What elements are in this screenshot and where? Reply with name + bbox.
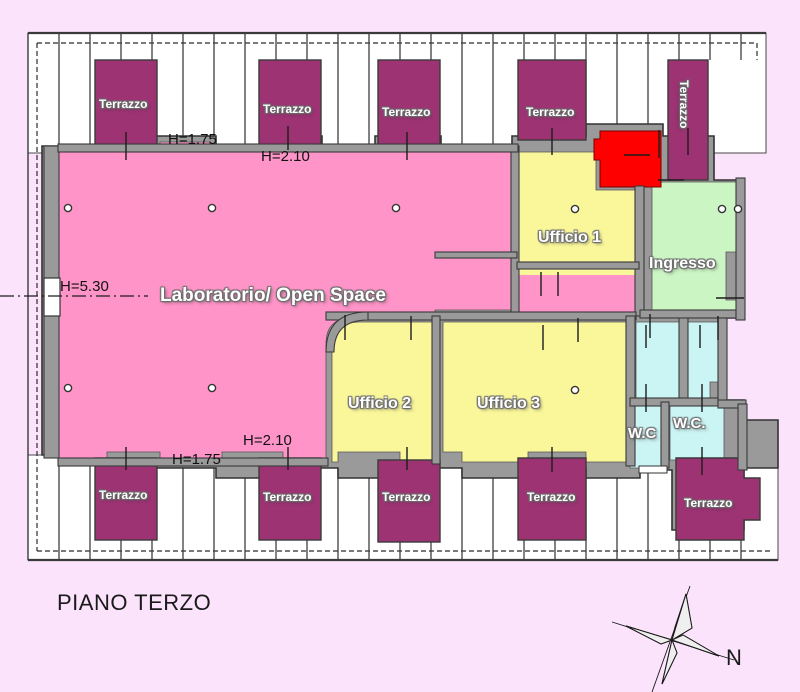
column-marker (391, 203, 401, 213)
room-wc-right (669, 405, 725, 461)
door-opening-left-window (43, 277, 61, 317)
room-ingresso (651, 181, 737, 313)
opening-tick-marks (125, 126, 744, 475)
terrazzo-top-1 (94, 59, 158, 147)
column-markers (63, 203, 743, 395)
room-wc-left-upper (635, 321, 681, 401)
dimension-h-top-175: H=1.75 (168, 131, 217, 148)
terrazzo-top-2 (258, 59, 322, 147)
terrace-group-top (94, 59, 709, 181)
terrazzo-top-5 (667, 59, 709, 181)
terrazzo-bottom-3 (377, 459, 441, 543)
door-openings (43, 277, 668, 474)
terrazzo-top-4 (517, 59, 587, 141)
dimension-h-left-530: H=5.30 (60, 278, 109, 295)
column-marker (570, 204, 580, 214)
column-marker (207, 383, 217, 393)
column-marker (63, 203, 73, 213)
column-marker (207, 203, 217, 213)
door-opening-wc-bottom (638, 465, 668, 474)
compass-rose-icon (611, 585, 735, 692)
terrazzo-bottom-2 (258, 457, 322, 541)
room-ufficio3 (442, 321, 629, 463)
terrazzo-bottom-1 (94, 457, 158, 541)
dimension-h-bottom-210: H=2.10 (243, 432, 292, 449)
column-marker (570, 385, 580, 395)
page-title: PIANO TERZO (57, 590, 212, 615)
column-marker (63, 383, 73, 393)
dimension-h-bottom-175: H=1.75 (172, 451, 221, 468)
column-marker (733, 204, 743, 214)
room-ufficio2 (331, 321, 434, 463)
north-label: N (726, 645, 742, 670)
column-marker (717, 204, 727, 214)
terrazzo-top-3 (377, 59, 441, 147)
elevator-shaft (593, 130, 662, 188)
dimension-h-top-210: H=2.10 (261, 148, 310, 165)
